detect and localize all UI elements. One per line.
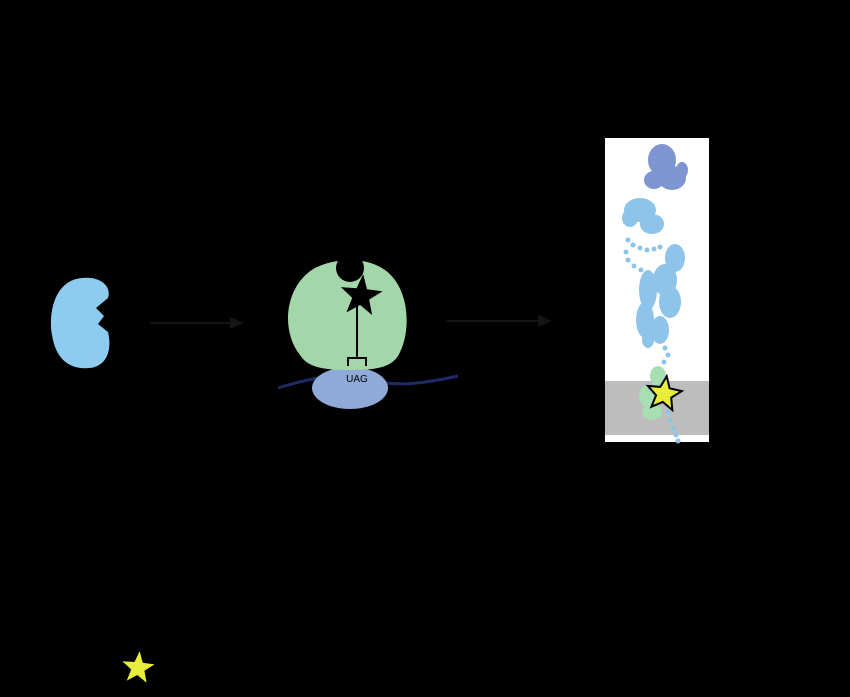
synthetase-body <box>51 277 110 369</box>
protein-star-icon <box>645 373 685 413</box>
trna-head <box>336 254 364 282</box>
protein-helical-domain <box>636 244 685 348</box>
ribosome-large-subunit <box>288 260 407 370</box>
synthetase-enzyme <box>51 277 110 369</box>
linker-dots-upper <box>623 237 663 273</box>
ribosome-small-subunit <box>312 367 388 409</box>
trna <box>336 254 383 366</box>
arrow-1 <box>150 317 244 329</box>
legend-star-icon <box>122 651 155 683</box>
protein-structure-panel <box>605 138 709 444</box>
trna-star-icon <box>340 274 383 315</box>
arrow-2 <box>446 315 552 327</box>
codon-label: UAG <box>346 374 368 385</box>
protein-second-domain <box>622 198 664 234</box>
protein-top-domain <box>644 144 688 190</box>
anticodon-bracket <box>347 357 367 366</box>
linker-dots-lower <box>661 345 681 444</box>
